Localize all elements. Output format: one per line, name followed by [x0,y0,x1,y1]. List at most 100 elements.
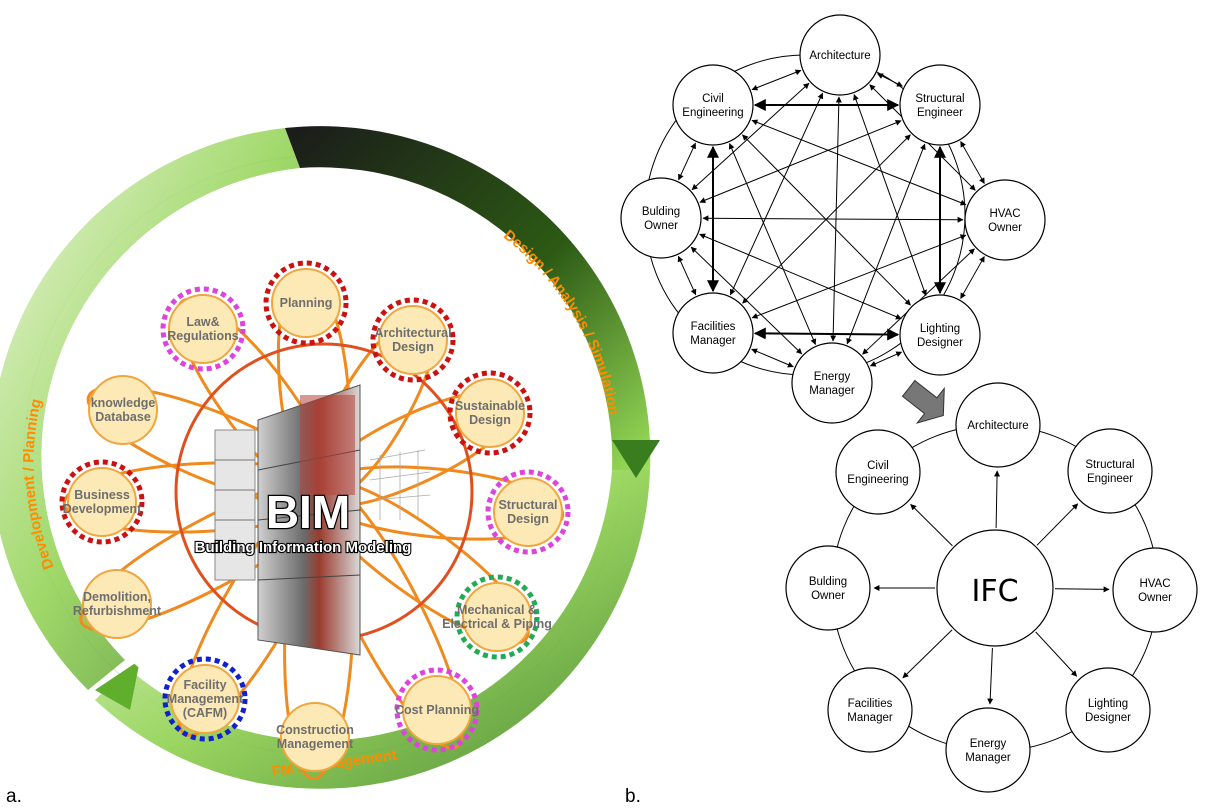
bim-node-dashed-ring [263,260,349,346]
network-edge [877,73,903,87]
bim-node-disk [280,702,350,772]
bim-wheel-panel: Development / Planning Design / Analysis… [0,126,660,807]
bim-node-dashed-ring [59,459,145,545]
bim-node-cost-planning: Cost Planning [394,667,480,753]
bim-node-disk [88,375,158,445]
bim-node-label: Cost Planning [395,703,479,717]
bim-node-demolition-refurbishment: Demolition,Refurbishment [73,569,162,639]
phase-arc-bottom [95,470,650,789]
ifc-node-circle [835,429,921,515]
network-edge [702,215,964,223]
network-edge [678,142,696,181]
bim-node-disk [378,305,448,375]
ifc-node-architecture: Architecture [955,382,1041,468]
network-node-circle [791,342,873,424]
node-label: Architecture [967,420,1028,432]
network-edge [960,141,985,184]
bim-node-disk [67,467,137,537]
ifc-node-circle [1112,547,1198,633]
ifc-edge [1054,586,1110,593]
ifc-edge [994,470,1001,529]
network-edge [960,256,985,299]
bim-node-disk [493,477,563,547]
panel-letter-b: b. [625,786,641,807]
phase-arrow-bottom [95,660,140,710]
bim-node-disk [168,294,238,364]
ifc-node-circle [785,545,871,631]
bim-node-disk [170,664,240,734]
bim-node-disk [82,569,152,639]
phase-arrow-right [612,440,660,478]
ifc-edge [1035,631,1078,677]
network-edge [751,348,794,368]
network-edge [677,255,697,296]
network-edge [753,327,900,341]
bim-node-dashed-ring [447,370,533,456]
bim-node-dashed-ring [162,656,248,742]
bim-title: BIM [266,486,350,538]
node-label: Architecture [809,50,870,62]
ifc-node-circle [1067,428,1153,514]
phase-arc-left [0,128,300,690]
ifc-hub-label: IFC [971,574,1018,609]
bim-node-dashed-ring [394,667,480,753]
ifc-edge [910,503,953,547]
network-node-circle [899,294,981,376]
panel-letter-a: a. [6,786,22,807]
network-node-circle [964,179,1046,261]
bim-node-label: Mechanical &Electrical & Piping [442,603,552,631]
ifc-node-circle [827,667,913,753]
bim-node-law-regulations: Law&Regulations [160,286,246,372]
network-node-circle [620,177,702,259]
network-node-circle [672,292,754,374]
network-edge [869,351,903,367]
bim-node-dashed-ring [370,297,456,383]
ifc-edge [1036,503,1079,546]
ifc-edge [902,629,953,679]
network-node-architecture: Architecture [799,14,881,96]
network-node-circle [799,14,881,96]
network-edges [677,69,985,368]
bim-node-dashed-ring [485,469,571,555]
transition-arrow [901,379,945,424]
building-illustration [214,384,431,656]
